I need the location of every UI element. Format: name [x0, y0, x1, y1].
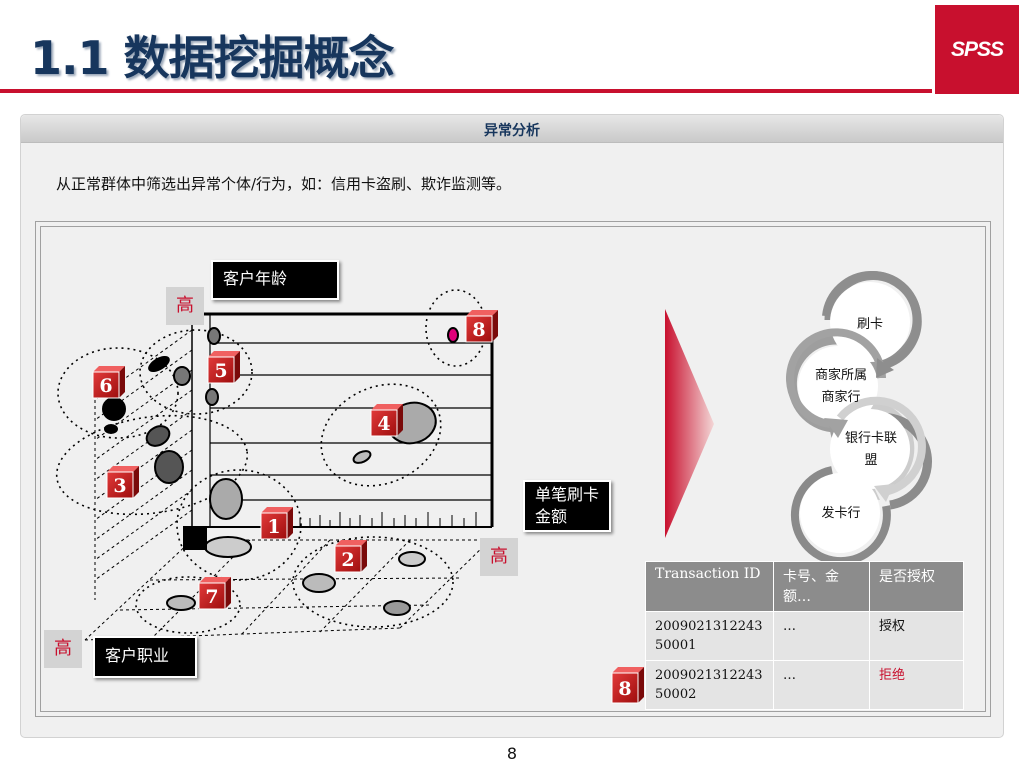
row1-auth: 授权 — [869, 611, 964, 661]
logo-text: SPSS — [950, 38, 1004, 61]
svg-text:8: 8 — [618, 678, 631, 700]
svg-text:3: 3 — [113, 475, 126, 497]
data-points — [102, 327, 459, 616]
chart-grid — [191, 312, 494, 528]
title-underline — [0, 89, 932, 93]
cube-1: 1 — [260, 507, 293, 540]
svg-text:1: 1 — [267, 516, 280, 538]
cube-2: 2 — [334, 540, 367, 573]
cube-8-table: 8 — [611, 667, 644, 704]
amount-axis-label: 单笔刷卡金额 — [523, 480, 611, 532]
row1-id: 200902131224350001 — [645, 611, 774, 661]
svg-text:4: 4 — [377, 413, 390, 435]
flow-circle-3 — [830, 409, 910, 489]
transaction-table: Transaction ID 卡号、金额… 是否授权 2009021312243… — [645, 561, 964, 710]
diagram-frame — [35, 221, 991, 717]
svg-text:2: 2 — [341, 549, 354, 571]
occupation-high-label: 高 — [44, 630, 82, 668]
panel-header: 异常分析 — [21, 115, 1003, 143]
cube-3: 3 — [106, 466, 139, 499]
cube-5: 5 — [207, 351, 240, 384]
flow-circle-4 — [800, 473, 880, 553]
flow-step-issuer: 发卡行 — [821, 506, 861, 521]
arrow-shape — [665, 309, 714, 538]
amount-high-label: 高 — [480, 538, 518, 576]
table-row: 200902131224350001 … 授权 — [645, 611, 964, 661]
row2-id: 200902131224350002 — [645, 660, 774, 710]
age-axis-label: 客户年龄 — [211, 260, 339, 300]
flow-step-merchant-bank: 商家所属商家行 — [814, 368, 867, 405]
age-high-label: 高 — [166, 287, 204, 325]
flow-step-card-union: 银行卡联盟 — [844, 431, 897, 468]
spss-logo: SPSS — [935, 5, 1019, 94]
svg-text:7: 7 — [205, 586, 218, 608]
panel-heading: 异常分析 — [484, 123, 540, 139]
svg-text:6: 6 — [99, 375, 112, 397]
cube-8-chart: 8 — [465, 310, 498, 343]
cube-7: 7 — [198, 577, 231, 610]
col-card-amount: 卡号、金额… — [773, 561, 870, 612]
svg-text:8: 8 — [472, 319, 485, 341]
cube-4: 4 — [370, 404, 403, 437]
row2-auth: 拒绝 — [869, 660, 964, 710]
cube-6: 6 — [92, 366, 125, 399]
flow-circle-1 — [830, 282, 910, 362]
table-row: 200902131224350002 … 拒绝 — [645, 660, 964, 710]
col-transaction-id: Transaction ID — [645, 561, 774, 612]
occupation-axis-label: 客户职业 — [93, 636, 197, 678]
row1-card: … — [773, 611, 870, 661]
flow-step-swipe: 刷卡 — [856, 317, 883, 332]
col-authorized: 是否授权 — [869, 561, 964, 612]
row2-card: … — [773, 660, 870, 710]
page-number: 8 — [506, 744, 518, 763]
amount-axis-ticks — [299, 512, 477, 527]
table-header-row: Transaction ID 卡号、金额… 是否授权 — [645, 561, 964, 612]
panel-description: 从正常群体中筛选出异常个体/行为，如：信用卡盗刷、欺诈监测等。 — [56, 175, 512, 193]
slide-title: 1.1 数据挖掘概念 — [30, 31, 395, 85]
svg-text:5: 5 — [214, 360, 227, 382]
